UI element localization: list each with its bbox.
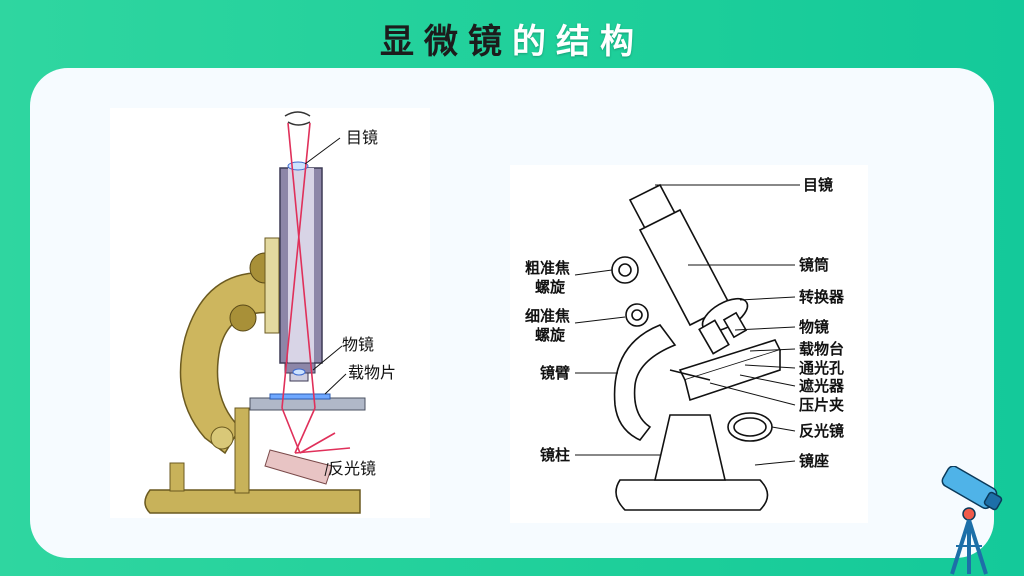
label-diaphragm: 遮光器 xyxy=(799,377,845,395)
eye-shape xyxy=(284,111,311,126)
label-arm: 镜臂 xyxy=(540,364,570,382)
title-part-1: 显微镜 xyxy=(380,22,512,62)
label-slide: 载物片 xyxy=(348,363,396,382)
base-shape xyxy=(144,489,361,514)
arm-shape xyxy=(179,271,276,455)
page-title: 显微镜的结构 xyxy=(0,14,1024,63)
label-objective: 物镜 xyxy=(342,335,374,354)
colored-microscope-svg: 目镜 物镜 载物片 反光镜 xyxy=(144,111,396,514)
labeled-microscope-svg: 目镜 镜筒 转换器 物镜 载物台 通光孔 遮光器 压片夹 反光镜 镜座 粗准焦 … xyxy=(525,176,845,511)
figure2-labels: 目镜 镜筒 转换器 物镜 载物台 通光孔 遮光器 压片夹 反光镜 镜座 粗准焦 … xyxy=(525,176,845,470)
pillar-shape xyxy=(234,407,250,494)
leader-lines-2 xyxy=(574,184,800,466)
colored-microscope-figure: 目镜 物镜 载物片 反光镜 xyxy=(110,108,430,518)
label-converter: 转换器 xyxy=(799,288,845,306)
label-tube: 镜筒 xyxy=(799,256,829,274)
objective-lens xyxy=(292,368,306,376)
content-panel: 目镜 物镜 载物片 反光镜 xyxy=(30,68,994,558)
label-fine-line2: 螺旋 xyxy=(535,326,566,344)
title-part-2: 的结构 xyxy=(512,22,644,62)
label-stage: 载物台 xyxy=(799,340,844,358)
label-objective: 物镜 xyxy=(799,318,829,336)
slide-shape xyxy=(269,393,331,400)
label-mirror: 反光镜 xyxy=(328,459,376,478)
label-coarse-line1: 粗准焦 xyxy=(525,259,570,277)
label-clip: 压片夹 xyxy=(799,396,844,414)
label-eyepiece: 目镜 xyxy=(803,176,833,194)
focus-block xyxy=(264,237,280,334)
leader-lines-1 xyxy=(304,137,347,477)
telescope-icon xyxy=(941,466,1003,575)
label-aperture: 通光孔 xyxy=(799,359,844,377)
label-eyepiece: 目镜 xyxy=(346,128,378,147)
fine-knob xyxy=(229,304,257,332)
label-fine-line1: 细准焦 xyxy=(525,307,570,325)
mirror-shape xyxy=(264,449,333,485)
labeled-microscope-figure: 目镜 镜筒 转换器 物镜 载物台 通光孔 遮光器 压片夹 反光镜 镜座 粗准焦 … xyxy=(510,165,868,523)
light-rays xyxy=(281,122,351,454)
label-pillar: 镜柱 xyxy=(540,446,570,464)
label-base: 镜座 xyxy=(799,452,829,470)
microscope-outline xyxy=(611,183,782,511)
joint-shape xyxy=(210,426,234,450)
stage-shape xyxy=(249,397,366,411)
label-coarse-line2: 螺旋 xyxy=(535,278,566,296)
label-mirror: 反光镜 xyxy=(799,422,844,440)
base-leg xyxy=(169,462,185,492)
